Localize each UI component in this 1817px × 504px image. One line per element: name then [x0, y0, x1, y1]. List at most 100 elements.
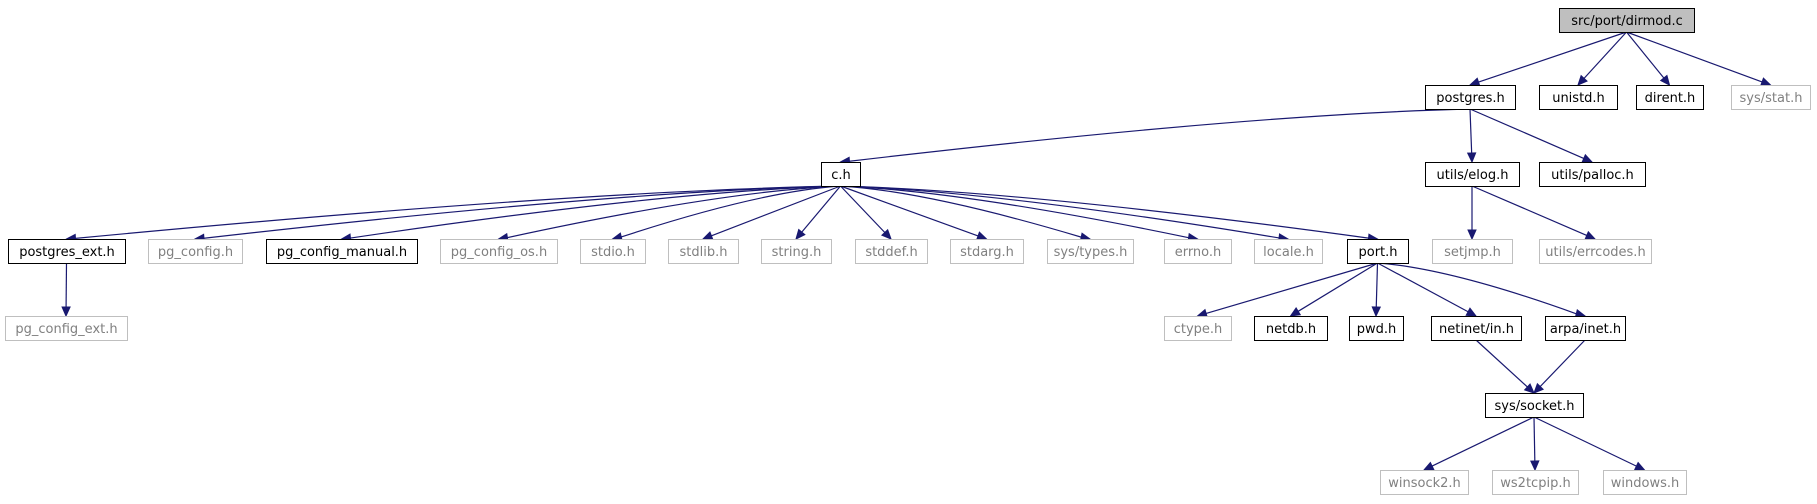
edge-syssocket-to-windows — [1533, 416, 1646, 471]
node-label: pg_config_manual.h — [277, 245, 407, 260]
node-box — [950, 239, 1024, 264]
edge-pgext-to-pgconfigext — [61, 262, 71, 318]
node-label: utils/errcodes.h — [1545, 245, 1645, 260]
edge-syssocket-to-ws2tcpip — [1530, 416, 1540, 472]
node-unistd[interactable]: unistd.h — [1539, 85, 1618, 110]
node-pgext[interactable]: postgres_ext.h — [8, 239, 126, 264]
edge-port-to-arpa — [1377, 262, 1587, 319]
node-label: ctype.h — [1174, 322, 1223, 337]
edge-ch-to-string — [795, 185, 841, 240]
node-box — [1425, 162, 1520, 187]
edge-dirmod-to-dirent — [1626, 31, 1671, 86]
edge-syssocket-to-winsock2 — [1422, 416, 1535, 471]
node-ctype: ctype.h — [1164, 316, 1232, 341]
node-label: sys/stat.h — [1740, 91, 1803, 106]
node-box — [580, 239, 646, 264]
node-label: stddef.h — [865, 245, 917, 260]
node-label: sys/types.h — [1054, 245, 1128, 260]
edge-port-to-netinet — [1377, 262, 1478, 317]
node-syssocket[interactable]: sys/socket.h — [1485, 393, 1584, 418]
node-box — [1254, 239, 1323, 264]
node-box — [1731, 85, 1811, 110]
node-label: sys/socket.h — [1494, 399, 1574, 414]
node-box — [821, 162, 861, 187]
node-errcodes: utils/errcodes.h — [1539, 239, 1652, 264]
node-arpa[interactable]: arpa/inet.h — [1545, 316, 1626, 341]
node-label: stdio.h — [591, 245, 635, 260]
node-box — [1559, 8, 1695, 33]
node-netinet[interactable]: netinet/in.h — [1431, 316, 1522, 341]
node-ch[interactable]: c.h — [821, 162, 861, 187]
node-box — [1539, 239, 1652, 264]
node-box — [8, 239, 126, 264]
node-label: ws2tcpip.h — [1500, 476, 1570, 491]
edge-postgres-to-elog — [1466, 108, 1477, 164]
node-label: postgres_ext.h — [19, 245, 115, 260]
node-box — [1380, 470, 1469, 495]
node-setjmp: setjmp.h — [1432, 239, 1513, 264]
node-box — [761, 239, 832, 264]
node-label: pg_config_ext.h — [15, 322, 117, 337]
node-box — [1349, 316, 1404, 341]
node-box — [1164, 239, 1232, 264]
node-label: src/port/dirmod.c — [1571, 14, 1683, 29]
node-box — [855, 239, 928, 264]
node-label: utils/palloc.h — [1551, 168, 1634, 183]
node-pgmanual[interactable]: pg_config_manual.h — [266, 239, 418, 264]
node-box — [266, 239, 418, 264]
node-stdio: stdio.h — [580, 239, 646, 264]
node-systypes: sys/types.h — [1047, 239, 1134, 264]
node-string: string.h — [761, 239, 832, 264]
node-pgos: pg_config_os.h — [440, 239, 558, 264]
node-dirmod[interactable]: src/port/dirmod.c — [1559, 8, 1695, 33]
node-label: port.h — [1358, 245, 1397, 260]
node-stdlib: stdlib.h — [668, 239, 739, 264]
node-windows: windows.h — [1603, 470, 1687, 495]
node-box — [1539, 162, 1646, 187]
node-label: locale.h — [1263, 245, 1314, 260]
node-label: setjmp.h — [1444, 245, 1501, 260]
node-elog[interactable]: utils/elog.h — [1425, 162, 1520, 187]
node-label: windows.h — [1611, 476, 1679, 491]
node-pgconfig: pg_config.h — [148, 239, 243, 264]
edge-port-to-ctype — [1196, 262, 1378, 318]
edge-ch-to-errno — [840, 185, 1199, 243]
node-label: utils/elog.h — [1437, 168, 1509, 183]
node-label: string.h — [772, 245, 822, 260]
node-dirent[interactable]: dirent.h — [1636, 85, 1704, 110]
node-palloc[interactable]: utils/palloc.h — [1539, 162, 1646, 187]
edge-port-to-netdb — [1289, 262, 1378, 317]
node-box — [1047, 239, 1134, 264]
node-postgres[interactable]: postgres.h — [1425, 85, 1516, 110]
node-label: netdb.h — [1266, 322, 1316, 337]
node-box — [1164, 316, 1232, 341]
node-label: winsock2.h — [1388, 476, 1461, 491]
node-box — [1432, 239, 1513, 264]
edge-dirmod-to-sysstat — [1626, 31, 1772, 87]
node-label: c.h — [831, 168, 851, 183]
node-errno: errno.h — [1164, 239, 1232, 264]
node-netdb[interactable]: netdb.h — [1254, 316, 1328, 341]
node-label: pwd.h — [1357, 322, 1397, 337]
edge-port-to-pwd — [1371, 262, 1382, 318]
edge-elog-to-setjmp — [1467, 186, 1477, 241]
edge-ch-to-pgext — [65, 185, 841, 244]
node-label: stdlib.h — [680, 245, 728, 260]
node-box — [1347, 239, 1409, 264]
node-box — [5, 316, 128, 341]
node-box — [1254, 316, 1328, 341]
node-stdarg: stdarg.h — [950, 239, 1024, 264]
node-port[interactable]: port.h — [1347, 239, 1409, 264]
node-box — [1603, 470, 1687, 495]
node-box — [1539, 85, 1618, 110]
edge-postgres-to-palloc — [1469, 108, 1594, 163]
edge-ch-to-port — [840, 185, 1379, 243]
edge-ch-to-pgmanual — [340, 185, 841, 243]
node-winsock2: winsock2.h — [1380, 470, 1469, 495]
node-pwd[interactable]: pwd.h — [1349, 316, 1404, 341]
node-box — [1485, 393, 1584, 418]
node-box — [1492, 470, 1579, 495]
node-pgconfigext: pg_config_ext.h — [5, 316, 128, 341]
edge-elog-to-errcodes — [1471, 185, 1597, 240]
